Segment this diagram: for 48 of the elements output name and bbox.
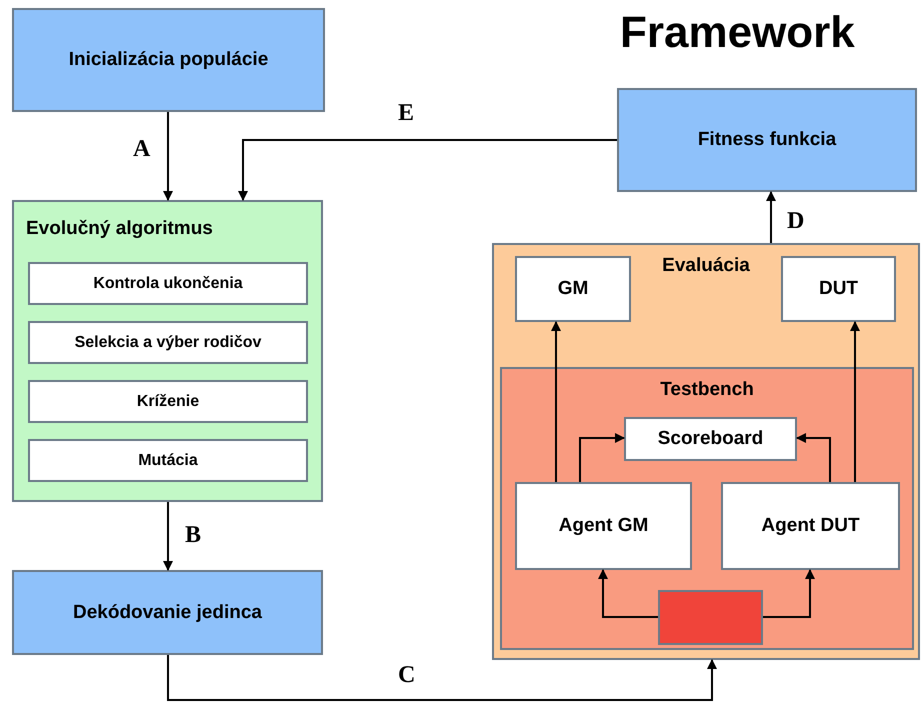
node-label: Fitness funkcia xyxy=(698,129,836,151)
arrow xyxy=(850,321,860,482)
diagram-title: Framework xyxy=(620,8,855,58)
node-label: Selekcia a výber rodičov xyxy=(74,334,262,352)
node-label: Mutácia xyxy=(138,452,198,470)
arrow xyxy=(766,191,776,243)
process-box xyxy=(12,570,323,655)
node-label: Agent DUT xyxy=(761,515,860,537)
arrow xyxy=(238,139,617,201)
module-box xyxy=(624,417,797,461)
node-label: Dekódovanie jedinca xyxy=(72,602,262,624)
arrow xyxy=(167,655,717,701)
node-label: Agent GM xyxy=(558,515,648,537)
arrow xyxy=(579,433,625,482)
edge-label: E xyxy=(398,100,414,127)
step-box xyxy=(28,321,308,364)
process-box xyxy=(617,88,917,192)
module-box xyxy=(515,482,692,570)
arrow xyxy=(796,433,831,482)
box-shape xyxy=(658,590,763,645)
node-label: Kontrola ukončenia xyxy=(93,274,243,292)
process-box xyxy=(12,8,325,112)
edge-label: C xyxy=(398,662,416,689)
arrow xyxy=(598,569,658,618)
step-box xyxy=(28,439,308,482)
node-label: DUT xyxy=(818,278,858,300)
module-box xyxy=(721,482,900,570)
node-label: Inicializácia populácie xyxy=(68,49,268,71)
group-heading: Evaluácia xyxy=(661,255,751,277)
group-heading: Testbench xyxy=(659,379,755,401)
step-box xyxy=(28,262,308,305)
module-box xyxy=(781,256,896,322)
container-box xyxy=(12,200,323,502)
step-box xyxy=(28,380,308,423)
arrow xyxy=(163,112,173,201)
group-heading: Evolučný algoritmus xyxy=(26,218,214,240)
edge-label: D xyxy=(787,208,804,235)
node-label: Kríženie xyxy=(136,392,200,410)
arrow xyxy=(163,502,173,571)
node-label: Scoreboard xyxy=(658,428,764,450)
module-box xyxy=(515,256,631,322)
arrow xyxy=(763,569,815,618)
edge-label: B xyxy=(185,522,202,549)
arrow xyxy=(551,321,561,482)
container-box xyxy=(500,367,914,650)
edge-label: A xyxy=(133,136,150,163)
container-box xyxy=(492,243,920,660)
node-label: GM xyxy=(558,278,588,300)
